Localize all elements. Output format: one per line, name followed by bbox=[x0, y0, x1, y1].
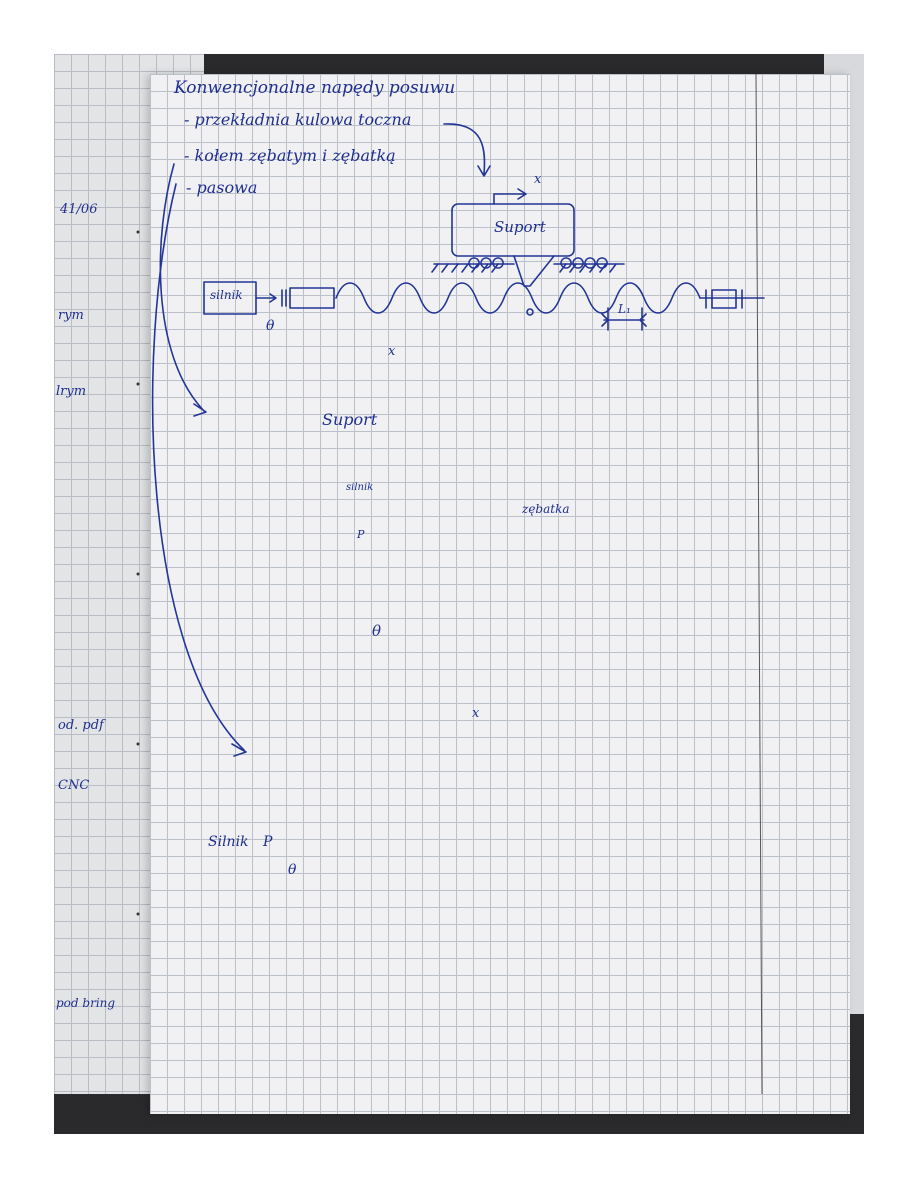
d3-theta-label: θ bbox=[288, 862, 297, 878]
d1-x-label: x bbox=[534, 172, 542, 187]
notes-item: - przekładnia kulowa toczna bbox=[184, 110, 412, 129]
notes-heading: Konwencjonalne napędy posuwu bbox=[174, 78, 456, 98]
d2-x-label: x bbox=[388, 344, 396, 359]
notes-item: - kołem zębatym i zębatką bbox=[184, 146, 396, 165]
arrow-to-diagram3 bbox=[151, 183, 247, 757]
d3-x-label: x bbox=[472, 706, 480, 721]
margin-fragment: 41/06 bbox=[60, 202, 98, 217]
diagram1-ballscrew bbox=[203, 188, 765, 331]
margin-fragment: od. pdf bbox=[58, 718, 104, 733]
d1-carriage-label: Suport bbox=[494, 218, 546, 236]
photo: 41/06 rym lrym od. pdf CNC pod bring Kon… bbox=[54, 54, 864, 1134]
notes-item: - pasowa bbox=[186, 178, 258, 197]
margin-fragment: CNC bbox=[58, 778, 90, 793]
d3-motor-label: Silnik bbox=[208, 834, 249, 850]
d2-carriage-label: Suport bbox=[322, 410, 378, 429]
d2-theta-label: θ bbox=[372, 622, 382, 640]
sketch-drawings bbox=[136, 73, 765, 1095]
binding-holes bbox=[136, 230, 140, 916]
d2-p-label: P bbox=[357, 528, 365, 541]
d1-theta-label: θ bbox=[266, 318, 275, 334]
d1-motor-label: silnik bbox=[210, 288, 243, 302]
d2-rack-label: zębatka bbox=[522, 502, 570, 516]
d2-motor-label: silnik bbox=[346, 482, 374, 493]
arrow-to-diagram2 bbox=[159, 163, 207, 417]
d3-p-label: P bbox=[263, 834, 273, 850]
d1-lead-label: L₁ bbox=[618, 302, 631, 316]
margin-fragment: lrym bbox=[56, 384, 87, 399]
notebook-page bbox=[150, 74, 850, 1114]
arrow-to-diagram1 bbox=[443, 123, 491, 177]
margin-fragment: pod bring bbox=[56, 996, 116, 1010]
margin-fragment: rym bbox=[58, 308, 84, 323]
